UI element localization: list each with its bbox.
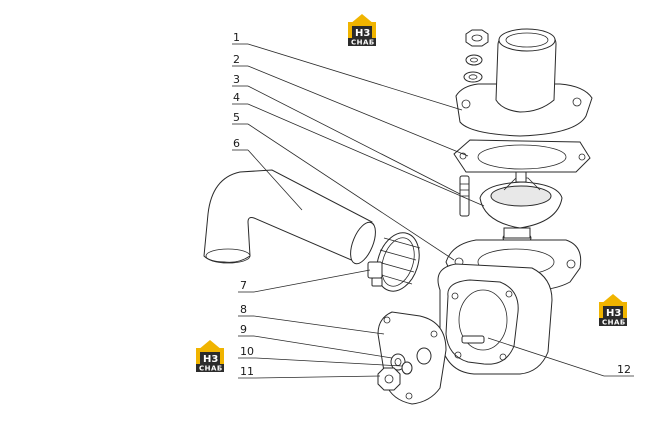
top-washer-2 <box>463 71 483 83</box>
rubber-hose <box>203 169 376 265</box>
callout-9: 9 <box>238 323 393 359</box>
logo-mark: H3 <box>203 354 218 365</box>
callout-label: 5 <box>233 111 240 124</box>
callout-label: 3 <box>233 73 240 86</box>
callout-label: 10 <box>240 345 254 358</box>
logo-brand: CHAБ <box>351 39 375 47</box>
callout-8: 8 <box>238 303 385 335</box>
brand-logo-right: H3 CHAБ <box>599 294 627 327</box>
logo-mark: H3 <box>606 308 621 319</box>
callout-label: 9 <box>240 323 247 336</box>
callout-2: 2 <box>232 53 469 157</box>
callout-label: 4 <box>233 91 240 104</box>
callout-10: 10 <box>238 345 403 367</box>
hose-clamp <box>367 232 421 292</box>
top-washer-1 <box>465 54 483 66</box>
callout-label: 6 <box>233 137 240 150</box>
cover-gasket <box>453 139 591 173</box>
hex-nut <box>377 367 401 391</box>
callout-3: 3 <box>232 73 461 195</box>
callout-label: 11 <box>240 365 254 378</box>
callout-12: 12 <box>487 337 634 377</box>
thermostat <box>479 171 563 245</box>
brand-logo-top: H3 CHAБ <box>348 14 376 47</box>
callout-7: 7 <box>238 269 371 293</box>
logo-mark: H3 <box>355 28 370 39</box>
callout-4: 4 <box>232 91 485 207</box>
callout-6: 6 <box>232 137 303 211</box>
callout-label: 8 <box>240 303 247 316</box>
callout-label: 7 <box>240 279 247 292</box>
logo-brand: CHAБ <box>199 365 223 373</box>
washer-small <box>401 361 413 375</box>
callout-label: 1 <box>233 31 240 44</box>
callout-11: 11 <box>238 365 381 379</box>
logo-brand: CHAБ <box>602 319 626 327</box>
brand-logo-left: H3 CHAБ <box>196 340 224 373</box>
callout-label: 2 <box>233 53 240 66</box>
stud <box>459 175 470 217</box>
callout-1: 1 <box>232 31 463 111</box>
top-nut <box>465 29 489 47</box>
thermostat-cover <box>455 28 593 137</box>
callout-5: 5 <box>232 111 455 261</box>
callout-label: 12 <box>617 363 631 376</box>
thermostat-housing <box>437 239 582 375</box>
